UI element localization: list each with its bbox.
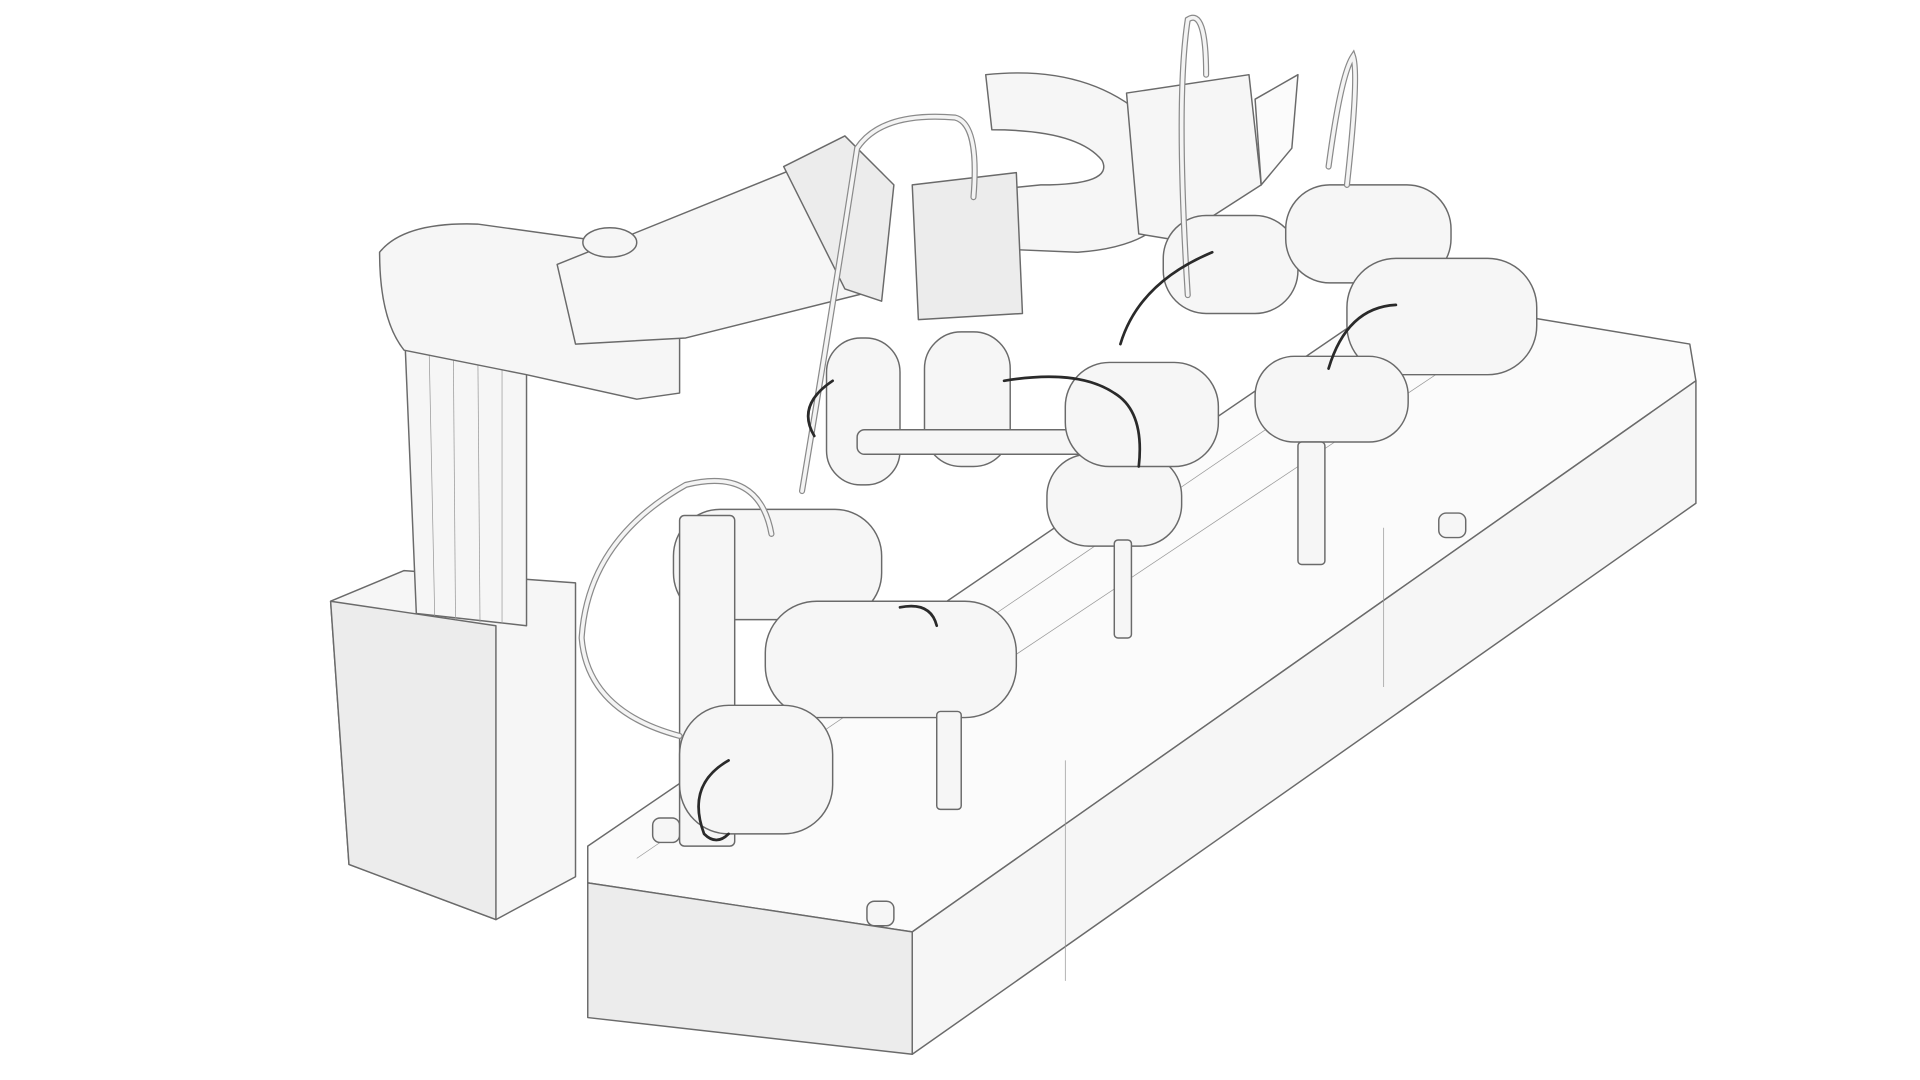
link [856,429,1103,456]
joint [1346,257,1538,376]
boom-cap [582,227,638,258]
table-knob [1438,512,1467,539]
cables [578,14,1359,739]
instrument [1297,441,1326,566]
dark-wires [697,250,1398,842]
joint [764,600,1018,719]
orienting-platform-ring [911,72,1299,321]
robot-column [329,135,895,921]
joint [678,704,834,835]
table-knob [651,817,681,844]
joint [1046,453,1183,547]
joint [1064,361,1220,468]
operating-table [587,294,1697,1056]
instrument [936,710,962,811]
joint [1254,355,1409,443]
instrument [1113,539,1133,639]
joint [825,337,901,486]
table-knob [866,900,895,927]
